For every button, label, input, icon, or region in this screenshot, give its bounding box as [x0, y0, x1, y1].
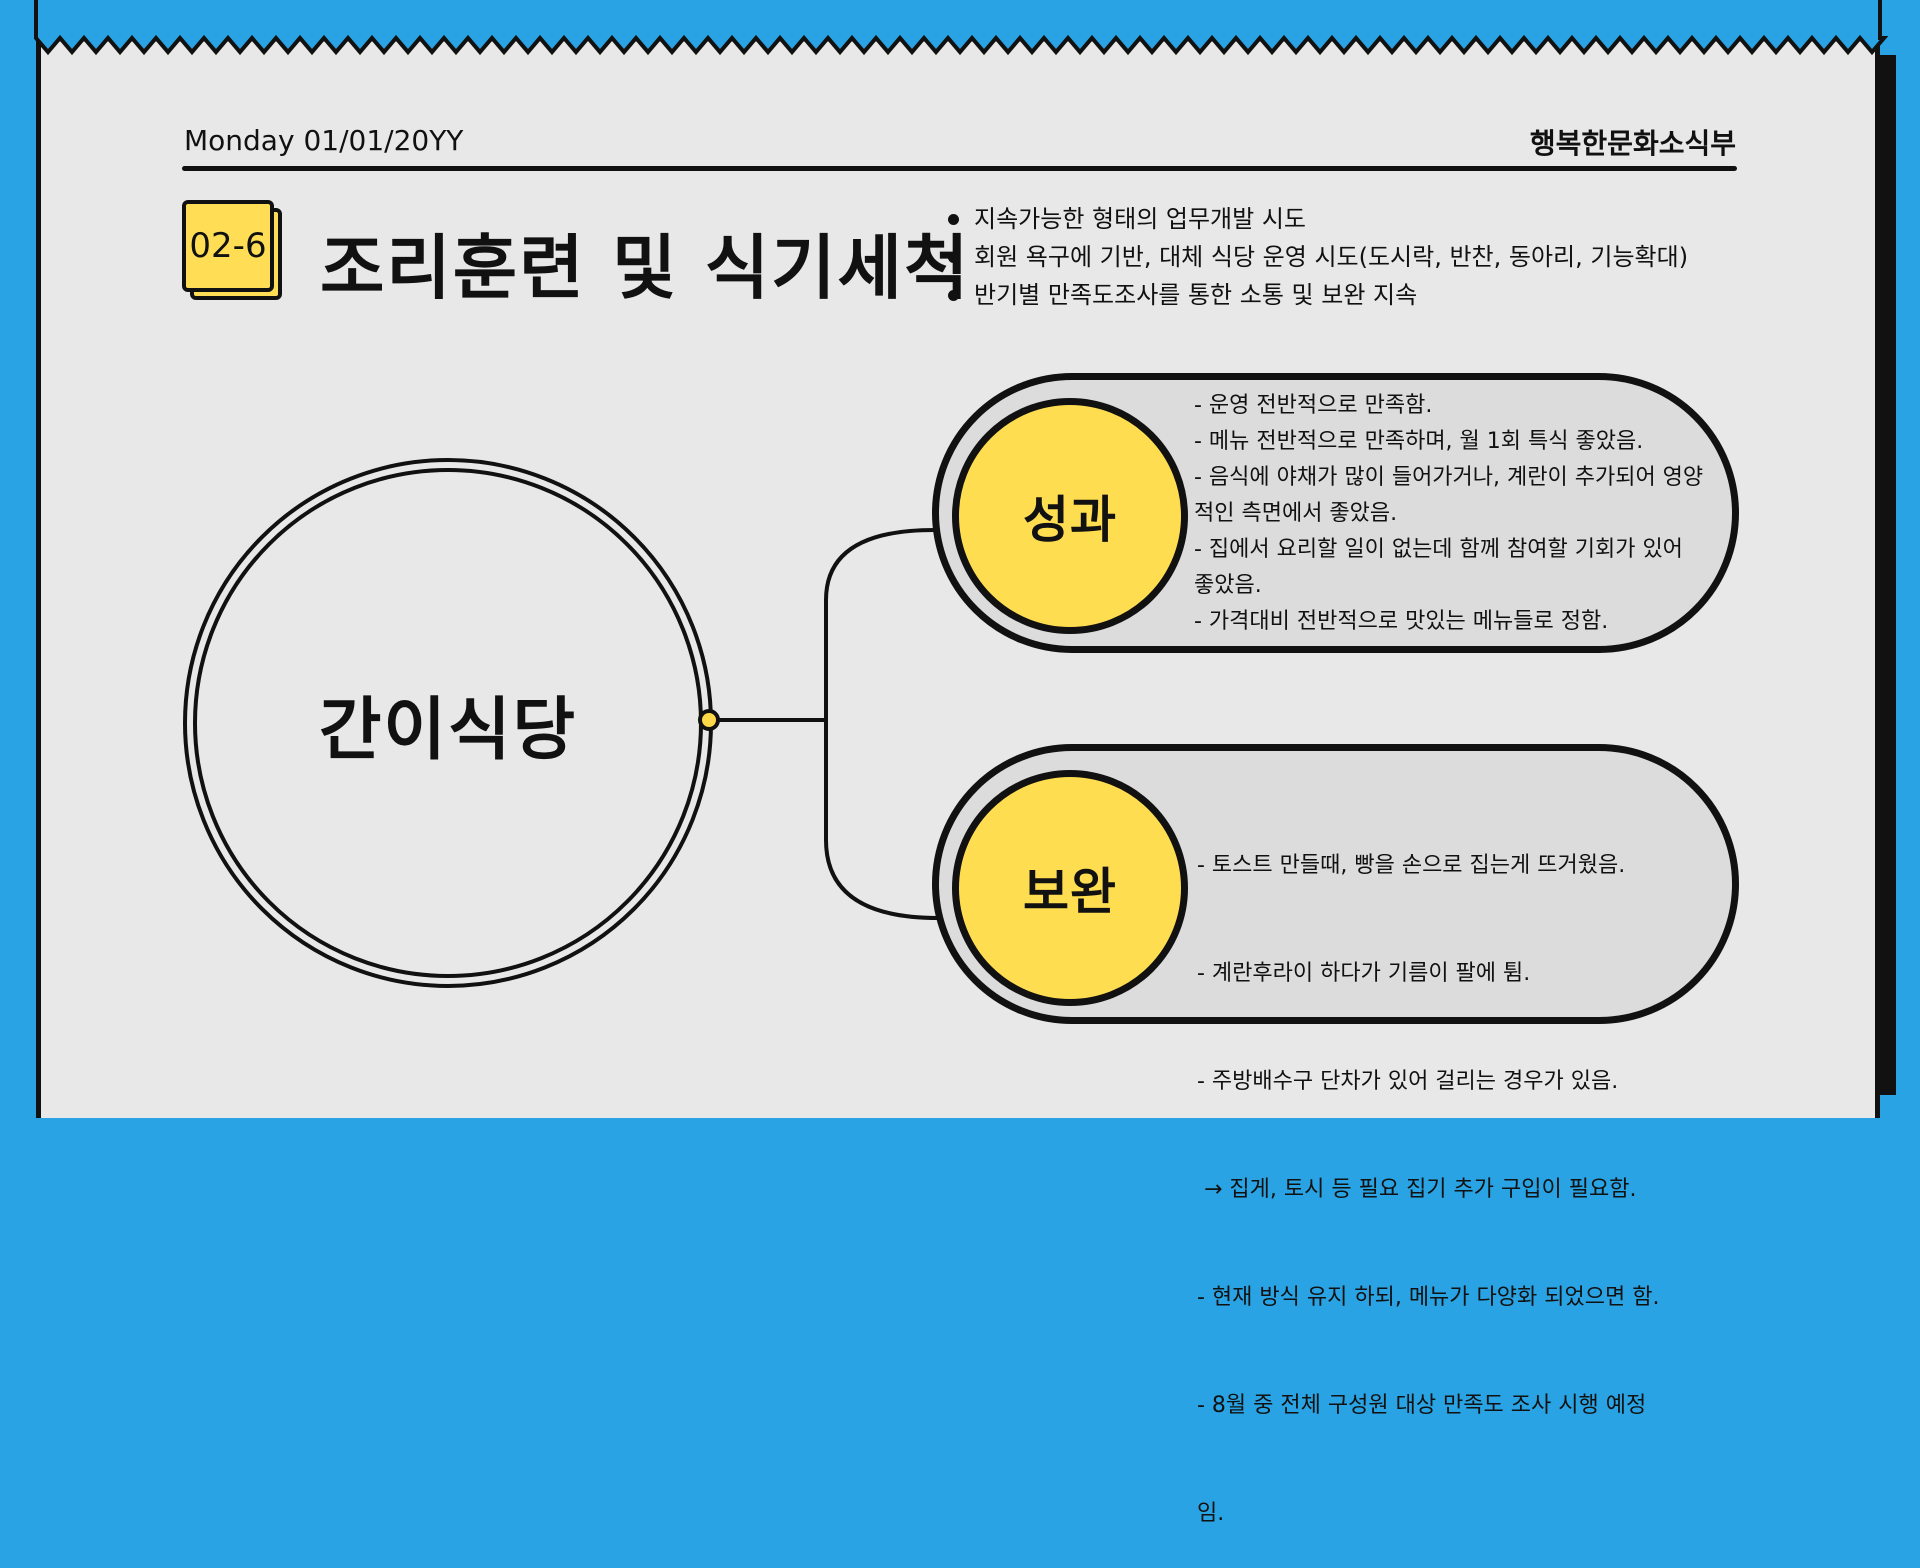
improvements-text: - 토스트 만들때, 빵을 손으로 집는게 뜨거웠음. - 계란후라이 하다가 … — [1197, 776, 1717, 1568]
bullet-item: 회원 욕구에 기반, 대체 식당 운영 시도(도시락, 반찬, 동아리, 기능확… — [948, 238, 1688, 276]
bullet-item: 반기별 만족도조사를 통한 소통 및 보완 지속 — [948, 276, 1688, 314]
results-text: - 운영 전반적으로 만족함. - 메뉴 전반적으로 만족하며, 월 1회 특식… — [1194, 388, 1714, 640]
improvements-circle: 보완 — [952, 770, 1188, 1006]
results-circle: 성과 — [952, 398, 1188, 634]
results-line: - 음식에 야채가 많이 들어가거나, 계란이 추가되어 영양 — [1194, 465, 1704, 490]
improvements-line: - 토스트 만들때, 빵을 손으로 집는게 뜨거웠음. — [1197, 853, 1626, 878]
section-number-badge: 02-6 — [182, 200, 288, 304]
results-line: 적인 측면에서 좋았음. — [1194, 501, 1398, 526]
results-line: 좋았음. — [1194, 573, 1262, 598]
connector-dot — [698, 709, 720, 731]
improvements-line: → 집게, 토시 등 필요 집기 추가 구입이 필요함. — [1197, 1177, 1637, 1202]
results-line: - 운영 전반적으로 만족함. — [1194, 393, 1433, 418]
bullet-item: 지속가능한 형태의 업무개발 시도 — [948, 200, 1688, 238]
center-label: 간이식당 — [318, 690, 578, 770]
header-date: Monday 01/01/20YY — [184, 124, 464, 157]
improvements-line: - 주방배수구 단차가 있어 걸리는 경우가 있음. — [1197, 1069, 1619, 1094]
improvements-line: - 8월 중 전체 구성원 대상 만족도 조사 시행 예정 — [1197, 1393, 1647, 1418]
section-number: 02-6 — [182, 200, 274, 292]
results-line: - 집에서 요리할 일이 없는데 함께 참여할 기회가 있어 — [1194, 537, 1683, 562]
header-divider — [182, 166, 1737, 171]
results-line: - 메뉴 전반적으로 만족하며, 월 1회 특식 좋았음. — [1194, 429, 1644, 454]
improvements-line: - 계란후라이 하다가 기름이 팔에 튐. — [1197, 961, 1531, 986]
improvements-line: 임. — [1197, 1501, 1225, 1526]
torn-paper-edge — [34, 0, 1889, 56]
header-organization: 행복한문화소식부 — [1529, 127, 1736, 160]
page-title: 조리훈련 및 식기세척 — [320, 226, 971, 309]
improvements-line: - 현재 방식 유지 하되, 메뉴가 다양화 되었으면 함. — [1197, 1285, 1660, 1310]
summary-bullet-list: 지속가능한 형태의 업무개발 시도 회원 욕구에 기반, 대체 식당 운영 시도… — [948, 200, 1688, 314]
paper-shadow — [1880, 55, 1896, 1095]
diagram-connectors — [710, 528, 939, 920]
results-line: - 가격대비 전반적으로 맛있는 메뉴들로 정함. — [1194, 609, 1609, 634]
